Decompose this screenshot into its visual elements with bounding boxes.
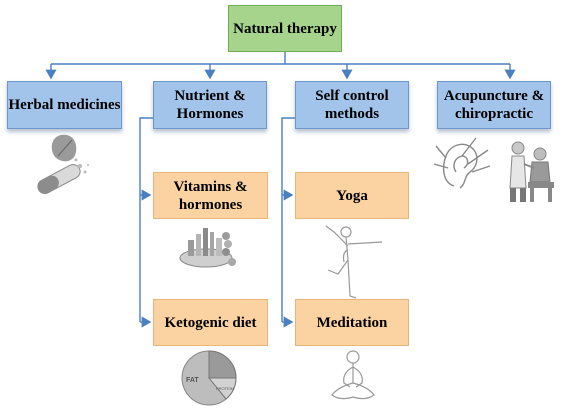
capsule-leaf-icon [37, 134, 90, 194]
nutrient-branch-line [139, 117, 153, 322]
subitem-meditation: Meditation [295, 299, 409, 346]
subitem-yoga-label: Yoga [336, 187, 368, 204]
category-nutrient: Nutrient & Hormones [153, 81, 267, 129]
subitem-ketogenic: Ketogenic diet [153, 299, 268, 346]
pie-protein-label: PROTEIN [216, 386, 234, 391]
subitem-vitamins: Vitamins & hormones [153, 172, 268, 219]
pie-fat-label: FAT [186, 377, 199, 384]
category-acupuncture: Acupuncture & chiropractic [437, 81, 551, 129]
category-self-label: Self control methods [315, 88, 389, 122]
subitem-meditation-label: Meditation [316, 314, 388, 331]
subitem-vitamins-label: Vitamins & hormones [173, 178, 248, 213]
subitem-ketogenic-label: Ketogenic diet [164, 314, 257, 331]
category-acupuncture-label: Acupuncture & chiropractic [443, 88, 545, 122]
self-branch-line [281, 117, 295, 322]
meditation-icon [331, 350, 375, 400]
root-node: Natural therapy [228, 5, 342, 52]
category-self-control: Self control methods [295, 81, 409, 129]
chiropractic-icon [509, 141, 554, 202]
category-herbal-label: Herbal medicines [8, 97, 121, 113]
category-herbal: Herbal medicines [7, 81, 122, 129]
category-nutrient-label: Nutrient & Hormones [174, 88, 246, 122]
pie-chart-icon: FAT PROTEIN [181, 350, 237, 406]
food-plate-icon [179, 228, 236, 268]
yoga-pose-icon [325, 225, 383, 299]
ear-acupuncture-icon [433, 137, 491, 189]
root-label: Natural therapy [233, 20, 337, 37]
subitem-yoga: Yoga [295, 172, 409, 219]
